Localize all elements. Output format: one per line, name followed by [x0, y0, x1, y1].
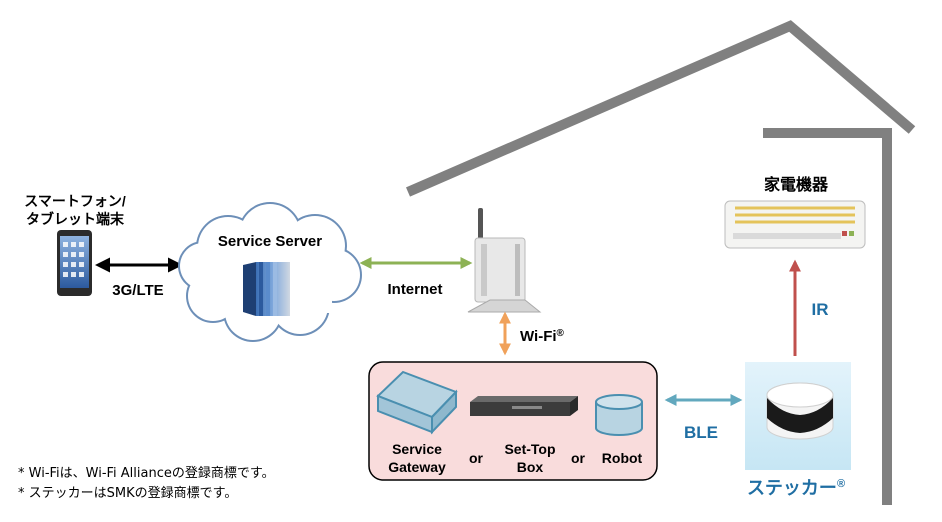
or-label-2: or: [571, 450, 586, 466]
cellular-link-label: 3G/LTE: [112, 282, 163, 299]
router-icon: [467, 208, 542, 313]
air-conditioner-icon: [724, 200, 866, 249]
ir-label: IR: [812, 300, 829, 319]
set-top-box-icon: [470, 396, 578, 416]
smartphone-label-line2: タブレット端末: [26, 211, 125, 227]
footnote-sticker-trademark: * ステッカーはSMKの登録商標です。: [18, 486, 238, 501]
robot-icon: [595, 394, 643, 436]
ble-label: BLE: [684, 423, 718, 442]
smartphone-label-line1: スマートフォン/: [24, 193, 126, 209]
wifi-label: Wi-Fi®: [520, 328, 565, 345]
sticker-label: ステッカー®: [747, 478, 845, 498]
appliance-label: 家電機器: [764, 175, 829, 194]
server-icon: [243, 262, 290, 316]
gateway-icon: [376, 370, 458, 435]
gateway-label-line2: Gateway: [388, 459, 446, 475]
smartphone-icon: [57, 230, 92, 296]
house-outline: [406, 20, 916, 505]
stb-label-line2: Box: [517, 459, 544, 475]
sticker-device-icon: [745, 362, 851, 470]
service-server-label: Service Server: [218, 233, 322, 250]
or-label-1: or: [469, 450, 484, 466]
robot-label: Robot: [602, 450, 643, 466]
house-roof: [406, 20, 916, 197]
cloud-shape: [178, 202, 362, 342]
footnote-wifi-trademark: * Wi-Fiは、Wi-Fi Allianceの登録商標です。: [18, 466, 275, 481]
stb-label-line1: Set-Top: [504, 441, 555, 457]
internet-label: Internet: [387, 281, 442, 298]
gateway-label-line1: Service: [392, 441, 442, 457]
